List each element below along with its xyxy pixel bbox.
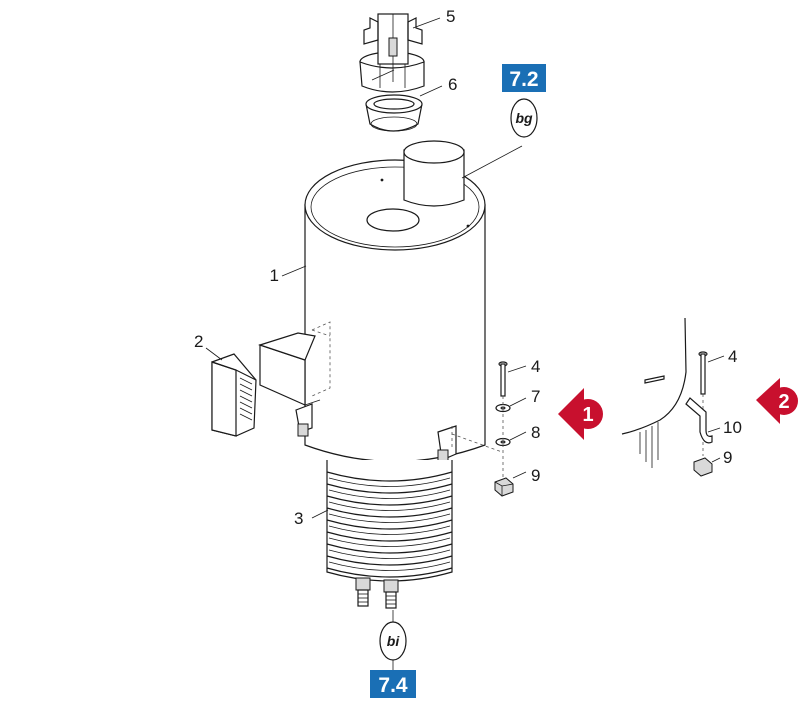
callout-2: 2: [194, 332, 203, 351]
callout-5: 5: [446, 7, 455, 26]
svg-text:7.4: 7.4: [378, 674, 408, 697]
part-tank-1: [258, 140, 486, 463]
callout-9b: 9: [723, 448, 732, 467]
svg-text:bi: bi: [387, 633, 401, 649]
part-cap-5: [359, 13, 425, 93]
callout-6: 6: [448, 75, 457, 94]
callout-8: 8: [531, 423, 540, 442]
detail-view-2: [621, 317, 713, 477]
symbol-badge-top: bg: [510, 98, 538, 138]
svg-text:1: 1: [582, 404, 593, 426]
reference-box-top: 7.2: [502, 64, 546, 92]
svg-text:2: 2: [778, 391, 789, 413]
svg-text:7.2: 7.2: [509, 68, 538, 91]
part-nut-9: [494, 477, 514, 497]
callout-4b: 4: [728, 347, 737, 366]
callout-3: 3: [294, 509, 303, 528]
view-marker-1: 1: [558, 388, 603, 440]
callout-1: 1: [270, 266, 279, 285]
part-coil-3: [326, 460, 453, 609]
svg-text:bg: bg: [515, 110, 533, 126]
part-bolt-4: [498, 361, 508, 397]
symbol-badge-bottom: bi: [379, 621, 407, 661]
callout-10: 10: [723, 418, 742, 437]
part-ring-6: [365, 94, 423, 132]
callout-7: 7: [531, 387, 540, 406]
view-marker-2: 2: [756, 378, 798, 424]
callout-4: 4: [531, 357, 540, 376]
part-filter-2: [211, 353, 257, 437]
reference-box-bottom: 7.4: [370, 670, 416, 698]
callout-9: 9: [531, 466, 540, 485]
